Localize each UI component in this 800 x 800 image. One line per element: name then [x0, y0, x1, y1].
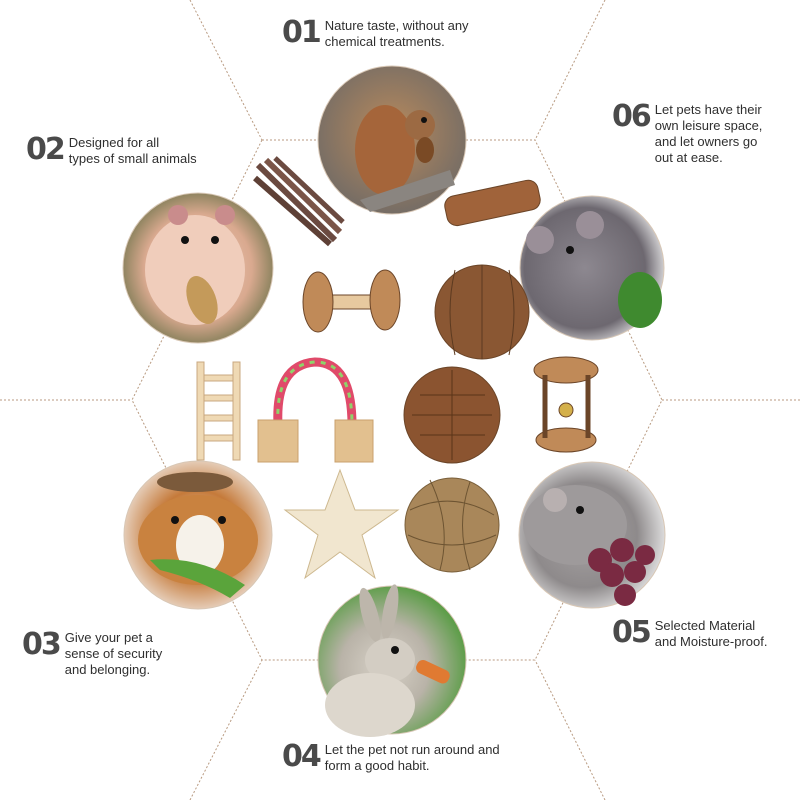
rattan-star	[283, 468, 400, 580]
feature-number: 01	[282, 15, 322, 50]
feature-01: 01 Nature taste, without any chemical tr…	[282, 18, 469, 50]
rat-photo	[519, 195, 665, 341]
rabbit-photo	[317, 584, 467, 737]
feature-02: 02 Designed for all types of small anima…	[26, 135, 197, 167]
dumbbell-toy	[302, 269, 401, 333]
feature-03: 03 Give your pet a sense of security and…	[22, 630, 162, 678]
feature-text: Let the pet not run around and form a go…	[324, 742, 500, 773]
feature-number: 02	[26, 132, 66, 167]
pine-cone	[403, 366, 501, 464]
feature-text: Give your pet a sense of security and be…	[64, 630, 163, 677]
products	[196, 156, 599, 580]
guinea-pig-photo	[123, 460, 273, 610]
wooden-roller	[533, 356, 599, 453]
rope-bridge	[257, 357, 374, 463]
wood-sticks-bundle	[253, 156, 345, 247]
feature-text: Designed for all types of small animals	[68, 135, 197, 166]
grass-ball	[404, 477, 500, 573]
wooden-ball	[434, 264, 530, 360]
feature-number: 06	[612, 99, 652, 134]
feature-text: Let pets have their own leisure space, a…	[654, 102, 763, 165]
feature-text: Nature taste, without any chemical treat…	[324, 18, 469, 49]
feature-04: 04 Let the pet not run around and form a…	[282, 742, 500, 774]
feature-number: 04	[282, 739, 322, 774]
feature-text: Selected Material and Moisture-proof.	[654, 618, 768, 649]
hamster-photo	[122, 192, 274, 344]
feature-06: 06 Let pets have their own leisure space…	[612, 102, 762, 166]
feature-05: 05 Selected Material and Moisture-proof.	[612, 618, 767, 650]
squirrel-photo	[317, 65, 467, 215]
feature-number: 03	[22, 627, 62, 662]
chinchilla-photo	[518, 461, 666, 609]
ladder	[196, 361, 241, 461]
wood-log-tunnel	[444, 179, 541, 227]
feature-number: 05	[612, 615, 652, 650]
